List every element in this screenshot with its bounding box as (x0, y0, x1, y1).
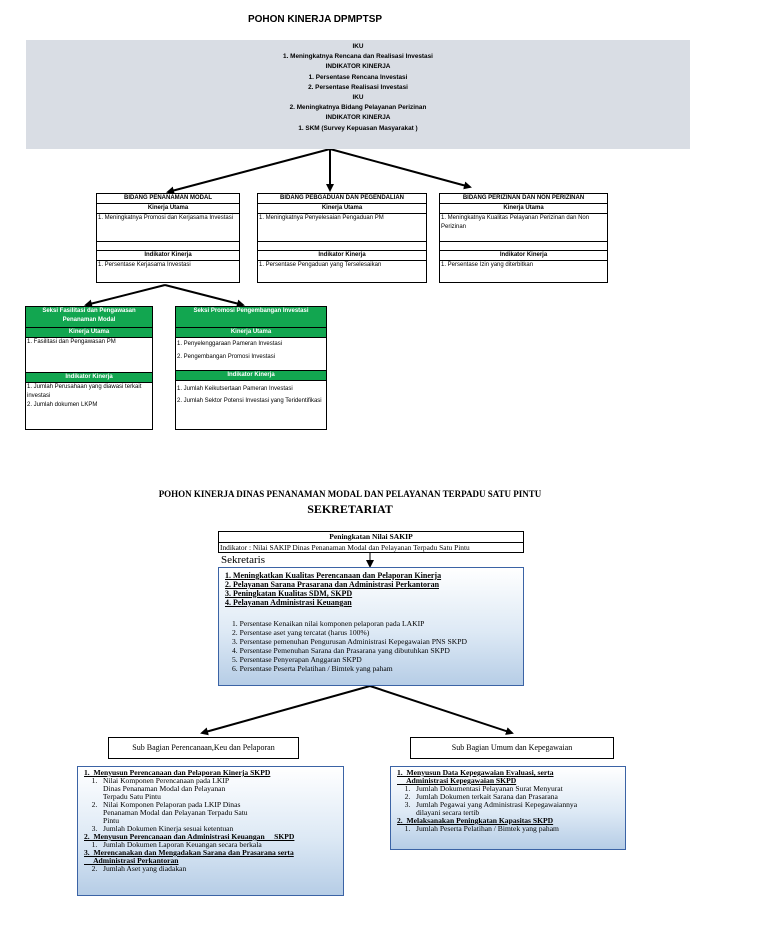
iku-line: INDIKATOR KINERJA (325, 63, 391, 71)
indikator-label: Indikator Kinerja (26, 372, 152, 383)
arrow-to-sub2 (369, 685, 514, 735)
sakip-box: Peningkatan Nilai SAKIP Indikator : Nila… (218, 531, 524, 553)
indicator-item: Penanaman Modal dan Pelayanan Terpadu Sa… (84, 808, 248, 817)
program-item: 3. Merencanakan dan Mengadakan Sarana da… (84, 848, 294, 857)
sub-bagian-perencanaan-box: Sub Bagian Perencanaan,Keu dan Pelaporan (108, 737, 299, 759)
iku-line: 1. Persentase Rencana Investasi (308, 73, 408, 81)
sekretaris-goal: 4. Pelayanan Administrasi Keuangan (225, 598, 352, 607)
sub-bagian-umum-box: Sub Bagian Umum dan Kepegawaian (410, 737, 614, 759)
sekretaris-indicator: 1. Persentase Kenaikan nilai komponen pe… (232, 619, 425, 628)
sekretaris-box: 1. Meningkatkan Kualitas Perencanaan dan… (218, 567, 524, 686)
arrow-to-seksi-fasilitasi (84, 284, 166, 308)
indikator-label: Indikator Kinerja (440, 251, 607, 261)
sekretaris-indicator: 5. Persentase Penyerapan Anggaran SKPD (232, 655, 362, 665)
indicator-item: 1. Jumlah Peserta Pelatihan / Bimtek yan… (397, 824, 559, 833)
iku-line: 2. Persentase Realisasi Investasi (308, 83, 408, 91)
iku-line: 1. Meningkatnya Rencana dan Realisasi In… (283, 53, 433, 61)
sakip-title: Peningkatan Nilai SAKIP (219, 532, 523, 543)
arrow-to-sub1 (200, 685, 371, 736)
sekretaris-goal: 1. Meningkatkan Kualitas Perencanaan dan… (225, 571, 442, 580)
iku-line: INDIKATOR KINERJA (325, 114, 391, 122)
section-subtitle: SEKRETARIAT (307, 502, 393, 516)
indicator-item: 3. Jumlah Dokumen Kinerja sesuai ketentu… (84, 824, 234, 833)
kinerja-label: Kinerja Utama (440, 204, 607, 214)
sekretaris-indicator: 6. Persentase Peserta Pelatihan / Bimtek… (232, 664, 393, 674)
program-item: 2. Melaksanakan Peningkatan Kapasitas SK… (397, 816, 554, 825)
kinerja-text: 1. Fasilitasi dan Pengawasan PM (27, 339, 116, 345)
sekretaris-indicator: 4. Persentase Pemenuhan Sarana dan Prasa… (232, 646, 450, 656)
seksi-promosi-box: Seksi Promosi Pengembangan Investasi Kin… (175, 306, 327, 430)
sekretaris-goal: 2. Pelayanan Sarana Prasarana dan Admini… (225, 580, 440, 589)
program-item: 1. Menyusun Data Kepegawaian Evaluasi, s… (397, 768, 554, 777)
indikator-text: 2. Jumlah Sektor Potensi Investasi yang … (177, 398, 322, 404)
indikator-text: 2. Jumlah dokumen LKPM (27, 402, 98, 408)
indikator-text: 1. Jumlah Perusahaan yang diawasi terkai… (27, 384, 142, 399)
indicator-item: 3. Jumlah Pegawai yang Administrasi Kepe… (397, 800, 578, 809)
seksi-title: Seksi Promosi Pengembangan Investasi (176, 307, 326, 328)
kinerja-label: Kinerja Utama (176, 328, 326, 338)
kinerja-text: 2. Pengembangan Promosi Investasi (177, 354, 276, 360)
indikator-label: Indikator Kinerja (97, 251, 239, 261)
indicator-item: 1. Jumlah Dokumentasi Pelayanan Surat Me… (397, 784, 563, 793)
indicator-item: 2. Jumlah Dokumen terkait Sarana dan Pra… (397, 792, 558, 801)
bidang-pengaduan-box: BIDANG PEBGADUAN DAN PEGENDALIAN Kinerja… (257, 193, 427, 283)
seksi-title: Seksi Fasilitasi dan Pengawasan Penanama… (26, 307, 152, 328)
indicator-item: 1. Jumlah Dokumen Laporan Keuangan secar… (84, 840, 262, 849)
kinerja-label: Kinerja Utama (26, 328, 152, 338)
indikator-label: Indikator Kinerja (176, 370, 326, 381)
bidang-perizinan-box: BIDANG PERIZINAN DAN NON PERIZINAN Kiner… (439, 193, 608, 283)
sub-bagian-title: Sub Bagian Perencanaan,Keu dan Pelaporan (132, 743, 275, 752)
sekretaris-indicator: 2. Persentase aset yang tercatat (harus … (232, 628, 370, 638)
kinerja-label: Kinerja Utama (258, 204, 426, 214)
program-item: Administrasi Perkantoran (84, 856, 179, 865)
arrow-to-bidang-penanaman (166, 148, 331, 195)
kinerja-text: 1. Meningkatnya Promosi dan Kerjasama In… (97, 214, 239, 242)
iku-line: 1. SKM (Survey Kepuasan Masyarakat ) (298, 124, 418, 132)
program-item: 1. Menyusun Perencanaan dan Pelaporan Ki… (84, 768, 271, 777)
sub-bagian-perencanaan-detail: 1. Menyusun Perencanaan dan Pelaporan Ki… (77, 766, 344, 896)
program-item: Administrasi Kepegawaian SKPD (397, 776, 517, 785)
indicator-item: 2. Jumlah Aset yang diadakan (84, 864, 187, 873)
indikator-text: 1. Persentase Pengaduan yang Terselesaik… (259, 262, 382, 268)
sub-bagian-umum-detail: 1. Menyusun Data Kepegawaian Evaluasi, s… (390, 766, 626, 850)
indicator-item: Dinas Penanaman Modal dan Pelayanan (84, 784, 226, 793)
indikator-text: 1. Persentase Izin yang diterbitkan (441, 262, 534, 268)
indicator-item: dilayani secara tertib (397, 808, 480, 817)
indikator-text: 1. Jumlah Keikutsertaan Pameran Investas… (177, 386, 293, 392)
bidang-title: BIDANG PERIZINAN DAN NON PERIZINAN (440, 194, 607, 204)
indicator-item: 2. Nilai Komponen Pelaporan pada LKIP Di… (84, 800, 241, 809)
seksi-fasilitasi-box: Seksi Fasilitasi dan Pengawasan Penanama… (25, 306, 153, 430)
kinerja-text: 1. Meningkatnya Kualitas Pelayanan Periz… (440, 214, 607, 242)
indicator-item: 1. Nilai Komponen Perencanaan pada LKIP (84, 776, 230, 785)
indicator-item: Pintu (84, 816, 120, 825)
arrow-to-seksi-promosi (164, 284, 245, 308)
section-title: POHON KINERJA DINAS PENANAMAN MODAL DAN … (158, 489, 542, 499)
sekretaris-goal: 3. Peningkatan Kualitas SDM, SKPD (225, 589, 353, 598)
program-item: 2. Menyusun Perencanaan dan Administrasi… (84, 832, 295, 841)
sekretaris-indicator: 3. Persentase pemenuhan Pengurusan Admin… (232, 637, 467, 647)
indikator-text: 1. Persentase Kerjasama Investasi (98, 262, 191, 268)
indikator-label: Indikator Kinerja (258, 251, 426, 261)
bidang-title: BIDANG PEBGADUAN DAN PEGENDALIAN (258, 194, 426, 204)
bidang-penanaman-modal-box: BIDANG PENANAMAN MODAL Kinerja Utama 1. … (96, 193, 240, 283)
sub-bagian-title: Sub Bagian Umum dan Kepegawaian (451, 743, 573, 752)
page-title: POHON KINERJA DPMPTSP (247, 14, 383, 25)
arrow-to-bidang-perizinan (329, 148, 472, 190)
iku-line: IKU (352, 43, 364, 50)
indicator-item: Terpadu Satu Pintu (84, 792, 161, 801)
iku-line: 2. Meningkatnya Bidang Pelayanan Perizin… (289, 104, 427, 112)
bidang-title: BIDANG PENANAMAN MODAL (97, 194, 239, 204)
iku-box: IKU 1. Meningkatnya Rencana dan Realisas… (26, 40, 690, 149)
iku-line: IKU (352, 94, 364, 102)
sakip-indicator: Indikator : Nilai SAKIP Dinas Penanaman … (220, 543, 470, 552)
sekretaris-label: Sekretaris (221, 554, 265, 566)
kinerja-label: Kinerja Utama (97, 204, 239, 214)
kinerja-text: 1. Penyelenggaraan Pameran Investasi (177, 341, 283, 347)
kinerja-text: 1. Meningkatnya Penyelesaian Pengaduan P… (258, 214, 426, 242)
